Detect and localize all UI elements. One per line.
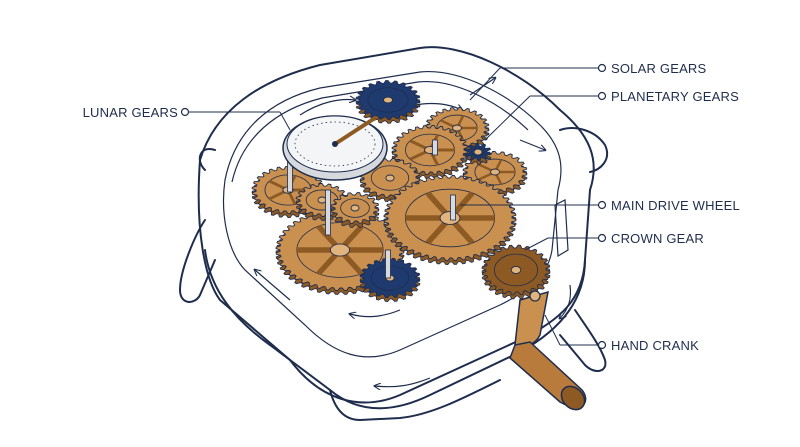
- post-navy: [385, 249, 391, 279]
- gear-navy-top: [355, 80, 421, 124]
- leader-lines: [180, 63, 607, 350]
- post-main: [450, 194, 456, 221]
- label-planetary-gears: PLANETARY GEARS: [611, 89, 739, 104]
- label-main-drive-wheel: MAIN DRIVE WHEEL: [611, 198, 740, 213]
- gear-left-mid: [295, 183, 349, 221]
- gear-center-small: [330, 192, 380, 228]
- post-center: [325, 189, 331, 236]
- crown-gear: [481, 244, 551, 300]
- hand-crank: [509, 290, 587, 411]
- gear-mechanism: [251, 80, 551, 303]
- post-top: [432, 139, 438, 156]
- label-lunar-gears: LUNAR GEARS: [83, 105, 179, 120]
- label-solar-gears: SOLAR GEARS: [611, 61, 707, 76]
- label-hand-crank: HAND CRANK: [611, 338, 699, 353]
- case-body: [179, 46, 609, 421]
- lunar-dial: [282, 115, 388, 181]
- main-drive-wheel: [383, 174, 517, 266]
- label-crown-gear: CROWN GEAR: [611, 231, 704, 246]
- gear-navy-small: [464, 142, 492, 166]
- gear-mid-upper: [391, 125, 469, 179]
